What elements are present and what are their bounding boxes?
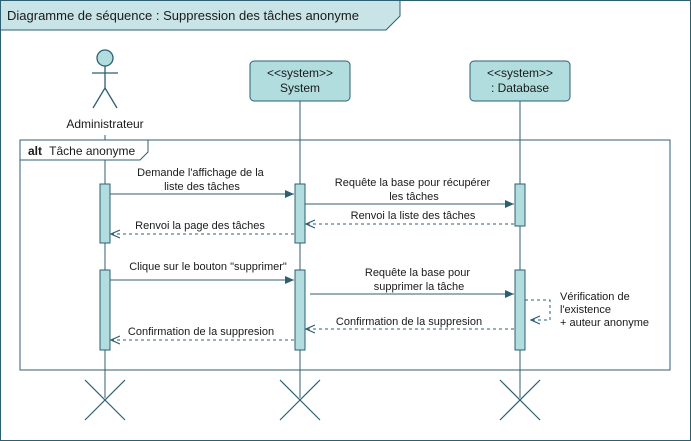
message-labels: Demande l'affichage de la liste des tâch…: [128, 167, 649, 338]
fragment-label: alt Tâche anonyme: [28, 144, 136, 158]
frame-title-tab: [0, 0, 401, 31]
messages: [110, 190, 551, 340]
activation-bar: [294, 183, 306, 244]
participant-system: <<system>> System: [249, 60, 351, 102]
participant-stereotype: <<system>>: [267, 66, 333, 80]
activation-bar: [99, 183, 111, 244]
fragment-keyword: alt: [28, 144, 42, 158]
actor-label: Administrateur: [66, 117, 143, 131]
message-label: Vérification de l'existence + auteur ano…: [560, 291, 649, 329]
alt-fragment: alt Tâche anonyme: [19, 139, 671, 371]
fragment-label-tab: [19, 139, 149, 161]
message-label: Requête la base pour supprimer la tâche: [365, 267, 473, 293]
stick-figure-icon: [92, 49, 118, 109]
destroy-marks: [84, 379, 541, 421]
activation-bar: [514, 269, 526, 351]
participant-database: <<system>> : Database: [469, 60, 571, 102]
destroy-x-icon: [279, 379, 321, 421]
destroy-x-icon: [499, 379, 541, 421]
self-message-arrow: [525, 299, 551, 320]
message-label: Demande l'affichage de la liste des tâch…: [137, 167, 267, 193]
message-label: Renvoi la liste des tâches: [351, 210, 476, 222]
message-label: Clique sur le bouton "supprimer": [129, 261, 287, 273]
message-label: Renvoi la page des tâches: [135, 220, 265, 232]
activation-bar: [294, 269, 306, 351]
frame-title: Diagramme de séquence : Suppression des …: [7, 8, 359, 23]
actor-administrateur: Administrateur: [66, 49, 144, 131]
activation-bar: [99, 269, 111, 351]
destroy-x-icon: [84, 379, 126, 421]
fragment-border: [19, 139, 671, 371]
activations: [99, 183, 526, 351]
activation-bar: [514, 183, 526, 227]
message-label: Requête la base pour récupérer les tâche…: [335, 177, 493, 203]
participant-label: System: [280, 81, 320, 95]
message-label: Confirmation de la suppresion: [128, 326, 274, 338]
participant-label: : Database: [491, 81, 549, 95]
fragment-condition: Tâche anonyme: [49, 144, 135, 158]
participant-stereotype: <<system>>: [487, 66, 553, 80]
lifelines: [104, 101, 521, 398]
message-label: Confirmation de la suppresion: [336, 316, 482, 328]
